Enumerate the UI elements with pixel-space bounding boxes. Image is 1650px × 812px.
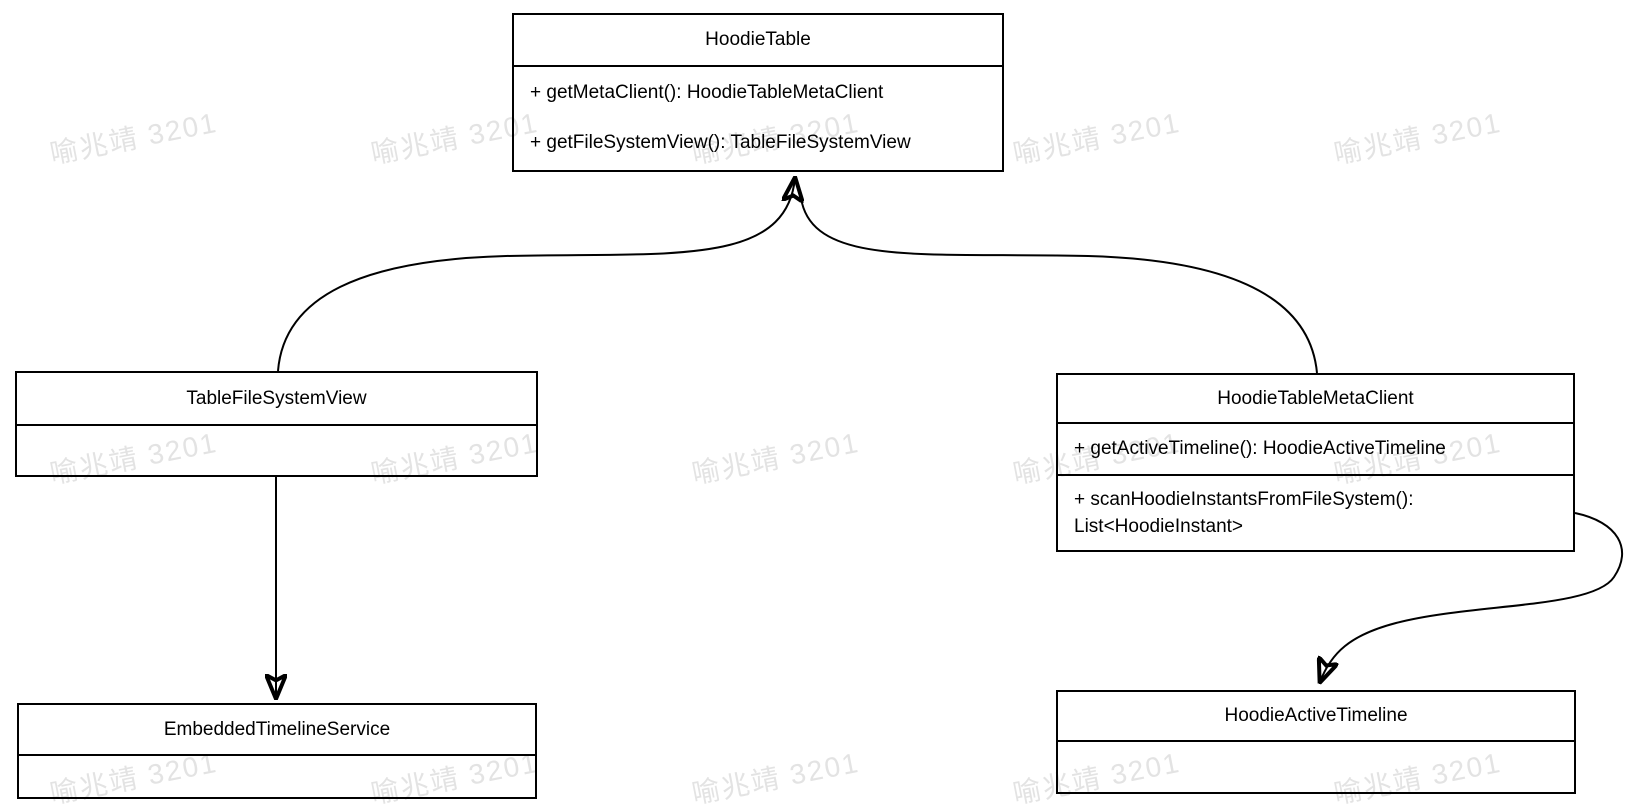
- class-method: + getFileSystemView(): TableFileSystemVi…: [530, 132, 911, 153]
- class-box-embedded-timeline-service[interactable]: EmbeddedTimelineService: [17, 703, 537, 799]
- class-title-hoodie-table-meta-client: HoodieTableMetaClient: [1058, 375, 1573, 424]
- class-title-hoodie-table: HoodieTable: [514, 15, 1002, 67]
- class-empty-compartment: [1058, 742, 1574, 792]
- class-title-embedded-timeline-service: EmbeddedTimelineService: [19, 705, 535, 756]
- class-box-hoodie-table-meta-client[interactable]: HoodieTableMetaClient + getActiveTimelin…: [1056, 373, 1575, 552]
- class-method: + getActiveTimeline(): HoodieActiveTimel…: [1058, 424, 1573, 476]
- class-empty-compartment: [17, 426, 536, 473]
- class-box-hoodie-active-timeline[interactable]: HoodieActiveTimeline: [1056, 690, 1576, 794]
- class-box-hoodie-table[interactable]: HoodieTable + getMetaClient(): HoodieTab…: [512, 13, 1004, 172]
- class-method: + getMetaClient(): HoodieTableMetaClient: [530, 82, 884, 103]
- class-box-table-file-system-view[interactable]: TableFileSystemView: [15, 371, 538, 477]
- class-empty-compartment: [19, 756, 535, 797]
- class-title-hoodie-active-timeline: HoodieActiveTimeline: [1058, 692, 1574, 742]
- class-title-table-file-system-view: TableFileSystemView: [17, 373, 536, 426]
- class-method: + scanHoodieInstantsFromFileSystem(): Li…: [1074, 489, 1414, 537]
